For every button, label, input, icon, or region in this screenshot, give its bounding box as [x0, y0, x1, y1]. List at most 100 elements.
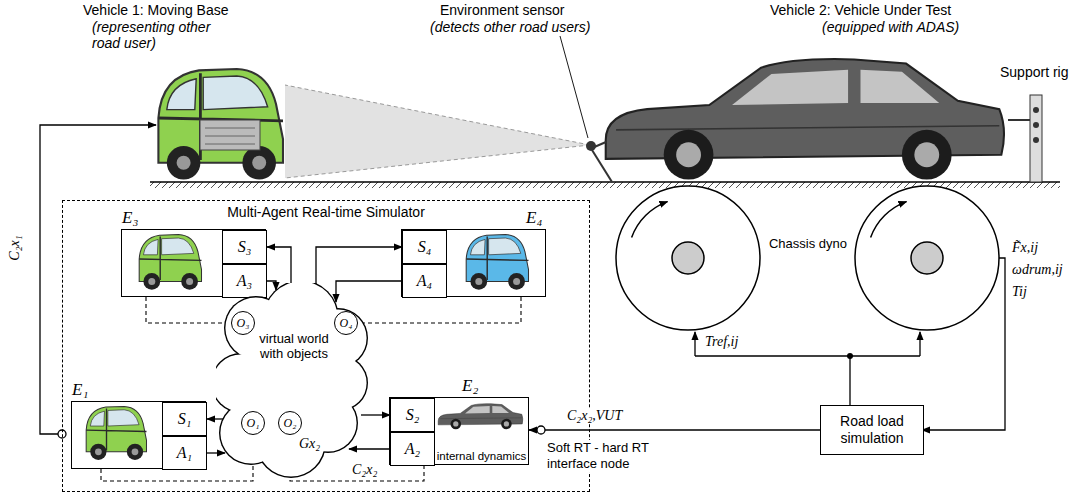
node-label: A₂ — [405, 440, 420, 458]
agent-box: E₁S₁A₁ — [71, 401, 206, 469]
node-label: virtual world with objects — [254, 331, 334, 361]
vehicle-note: (representing other road user) — [92, 19, 232, 51]
node-label: A₁ — [177, 444, 192, 462]
illustration-part — [694, 332, 695, 356]
road-load-box: Road load simulation — [820, 405, 924, 455]
actuator-port: A₃ — [222, 264, 267, 298]
illustration-part — [150, 181, 1060, 183]
actuator-port: A₁ — [162, 436, 207, 470]
signal-label: C₂x₁ — [7, 235, 23, 260]
sensor-note: (detects other road users) — [430, 19, 590, 35]
moving-base-link — [40, 125, 156, 438]
illustration-part — [1033, 137, 1039, 143]
illustration-part — [200, 120, 260, 150]
signal-arrow — [267, 247, 291, 285]
object-link — [146, 297, 231, 323]
signal-arrow — [529, 429, 820, 430]
sensor-port: S₃ — [222, 230, 267, 264]
node-note: internal dynamics — [435, 450, 528, 462]
environment-sensor — [560, 36, 612, 182]
sensor-port: S₄ — [402, 230, 447, 264]
sensor-title: Environment sensor — [440, 2, 565, 18]
signal-label: Gx₂ — [299, 436, 320, 452]
illustration-part — [592, 150, 612, 182]
actuator-port: A₂ — [390, 432, 435, 466]
node-label: A₃ — [237, 272, 252, 290]
illustration-part — [695, 355, 920, 356]
object-link — [358, 297, 521, 323]
moving-base-equipment — [200, 120, 260, 150]
part-label: Chassis dyno — [766, 236, 850, 252]
object-circle: O₁ — [241, 411, 265, 435]
node-label: E₁ — [72, 380, 88, 400]
node-label: E₃ — [122, 208, 138, 228]
sensor-port: S₂ — [390, 398, 435, 432]
object-circle: O₃ — [231, 311, 255, 335]
illustration-part — [586, 141, 596, 151]
illustration-part — [849, 356, 850, 405]
illustration-part — [871, 202, 907, 238]
node-label: E₂ — [462, 376, 478, 396]
signal-label: Tij — [1012, 284, 1027, 300]
node-label: O₂ — [284, 416, 297, 431]
signal-label: C₂x₂,VUT — [565, 408, 624, 424]
illustration-part — [560, 36, 588, 138]
agent-box: E₃S₃A₃ — [121, 229, 266, 297]
agent-box: E₄S₄A₄ — [401, 229, 546, 297]
simulator-frame: Multi-Agent Real-time SimulatorE₃ S₃ A₃ E₄ S… — [62, 200, 590, 492]
agent-car-icon — [86, 406, 146, 460]
agent-car-icon — [139, 235, 201, 290]
vehicle-title: Vehicle 2: Vehicle Under Test — [770, 2, 951, 18]
object-circle: O₄ — [334, 311, 358, 335]
illustration-part — [285, 85, 590, 178]
node-label: Road load simulation — [823, 413, 921, 447]
support-rig — [1008, 95, 1042, 182]
interface-node — [537, 426, 545, 434]
illustration-part — [672, 242, 704, 274]
illustration-part — [205, 128, 255, 144]
node-label: O₃ — [237, 316, 250, 331]
illustration-part — [1030, 95, 1042, 182]
illustration-part — [285, 85, 590, 178]
part-label: Support rig — [1000, 64, 1068, 80]
vehicle-under-test — [606, 59, 1004, 179]
illustration-part — [1008, 119, 1030, 121]
illustration-part — [616, 186, 760, 330]
illustration-part — [919, 332, 920, 356]
illustration-part — [632, 202, 668, 238]
node-label: O₁ — [247, 416, 260, 431]
node-label: S₃ — [238, 238, 252, 256]
signal-label: Tref,ij — [705, 334, 738, 350]
illustration-part — [922, 258, 1005, 430]
illustration-part — [855, 186, 999, 330]
illustration-part — [911, 242, 943, 274]
node-label: Multi-Agent Real-time Simulator — [63, 204, 589, 220]
signal-label: ωdrum,ij — [1012, 262, 1063, 278]
node-label: S₄ — [418, 238, 432, 256]
actuator-port: A₄ — [402, 264, 447, 298]
signal-arrow — [349, 448, 390, 449]
signal-label: F̃x,ij — [1012, 240, 1038, 256]
moving-base-vehicle — [158, 69, 283, 180]
chassis-dyno-drums — [616, 186, 999, 330]
sensor-beam — [285, 85, 590, 178]
junction-dot — [847, 353, 853, 359]
signal-arrow — [361, 414, 390, 415]
signal-arrow — [207, 418, 224, 419]
node-label: S₁ — [178, 410, 192, 428]
virtual-world-cloud: virtual world with objects O₃ O₄ O₁ O₂ — [216, 283, 371, 479]
vehicle-note: (equipped with ADAS) — [822, 19, 959, 35]
illustration-part — [1033, 107, 1039, 113]
signal-arrow — [336, 281, 402, 302]
node-label: S₂ — [406, 406, 420, 424]
agent-car-icon — [438, 404, 523, 430]
interface-label: Soft RT - hard RT interface node — [545, 440, 667, 472]
signal-arrow — [316, 247, 402, 286]
vehicle-title: Vehicle 1: Moving Base — [83, 2, 229, 18]
node-label: E₄ — [526, 208, 542, 228]
signal-arrow — [207, 452, 225, 453]
signal-label: C₂x₂ — [352, 462, 377, 478]
object-circle: O₂ — [278, 411, 302, 435]
illustration-part — [40, 125, 156, 434]
